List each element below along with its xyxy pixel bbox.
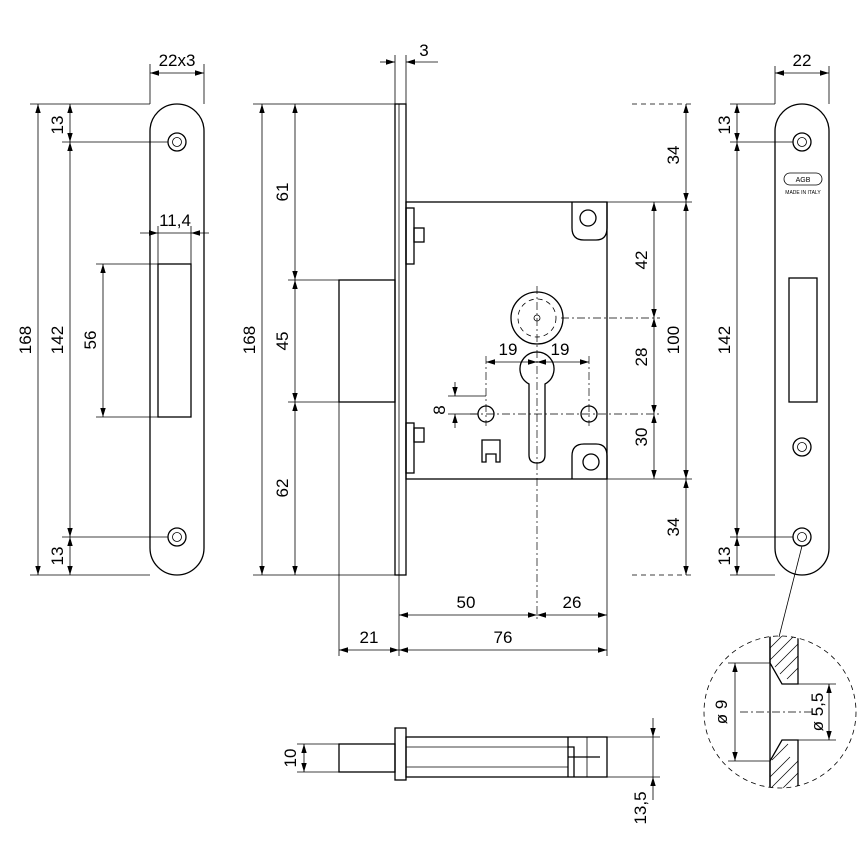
latch-bolt [338, 279, 396, 403]
dim-strike-hole-bottom: 13 [715, 547, 734, 566]
dim-follower-drop: 42 [632, 251, 651, 270]
dim-bolt-bottom: 62 [273, 479, 292, 498]
dim-hole-spacing: 142 [48, 326, 67, 354]
dim-backset: 50 [457, 593, 476, 612]
lock-case [405, 201, 608, 480]
dim-case-depth: 76 [494, 628, 513, 647]
dim-cyl-gap-right: 19 [551, 340, 570, 359]
dim-bolt-height: 45 [273, 332, 292, 351]
dim-hole-offset-top: 13 [48, 116, 67, 135]
dim-countersink: ø 9 [712, 700, 731, 725]
mounting-tab-top [405, 207, 425, 265]
dim-hole-diameter: ø 5,5 [808, 693, 827, 732]
faceplate-side [394, 103, 407, 576]
dim-plate-thickness: 3 [419, 41, 428, 60]
strike-screw-hole-bottom [792, 527, 812, 547]
dim-cyl-gap-left: 19 [499, 340, 518, 359]
strike-screw-hole-middle [792, 437, 812, 457]
bolt-opening [157, 263, 192, 418]
countersink-detail: ø 9 ø 5,5 [703, 635, 857, 789]
dim-bolt-top: 61 [273, 183, 292, 202]
dim-opening-height: 56 [81, 331, 100, 350]
screw-lug-top [571, 202, 608, 241]
dim-opening-width: 11,4 [159, 211, 191, 230]
dim-follower-to-cyl: 28 [632, 348, 651, 367]
mounting-tab-bottom [405, 422, 425, 474]
dim-case-bottom: 34 [664, 518, 683, 537]
brand-logo: AGB MADE IN ITALY [783, 172, 823, 196]
strike-plate-view: AGB MADE IN ITALY 22 13 142 13 [715, 51, 830, 638]
dim-bolt-throw: 21 [360, 628, 379, 647]
svg-text:AGB: AGB [796, 177, 811, 184]
dim-bolt-length: 13,5 [631, 791, 650, 824]
dim-strike-width: 22 [793, 51, 812, 70]
bolt-body [405, 736, 608, 778]
dim-overall-height: 168 [16, 326, 35, 354]
strike-screw-hole-top [792, 132, 812, 152]
strike-plate-outline [774, 103, 830, 576]
spring-notch [481, 439, 501, 463]
bolt-flange [394, 727, 407, 781]
dim-pin-offset: 8 [430, 405, 449, 414]
faceplate-screw-hole-top [167, 132, 187, 152]
dim-cyl-to-back: 26 [563, 593, 582, 612]
dim-strike-hole-top: 13 [715, 116, 734, 135]
dim-case-top: 34 [664, 146, 683, 165]
dim-bolt-dia: 10 [281, 749, 300, 768]
dim-cyl-to-bottom: 30 [632, 428, 651, 447]
faceplate-screw-hole-bottom [167, 527, 187, 547]
origin-marking: MADE IN ITALY [785, 190, 821, 196]
dim-side-height: 168 [240, 326, 259, 354]
dim-case-height: 100 [664, 326, 683, 354]
screw-lug-bottom [571, 443, 608, 479]
lock-body-side-view: 3 168 61 45 62 19 19 8 [240, 41, 692, 656]
dim-faceplate-width: 22x3 [159, 51, 196, 70]
dim-hole-offset-bottom: 13 [48, 547, 67, 566]
faceplate-outline [149, 103, 205, 576]
faceplate-front-view: 22x3 168 13 142 13 56 11,4 [16, 51, 209, 576]
dim-strike-spacing: 142 [715, 326, 734, 354]
bolt-view: 10 13,5 [281, 718, 660, 825]
bolt-tip [338, 743, 396, 773]
strike-opening [788, 277, 818, 403]
